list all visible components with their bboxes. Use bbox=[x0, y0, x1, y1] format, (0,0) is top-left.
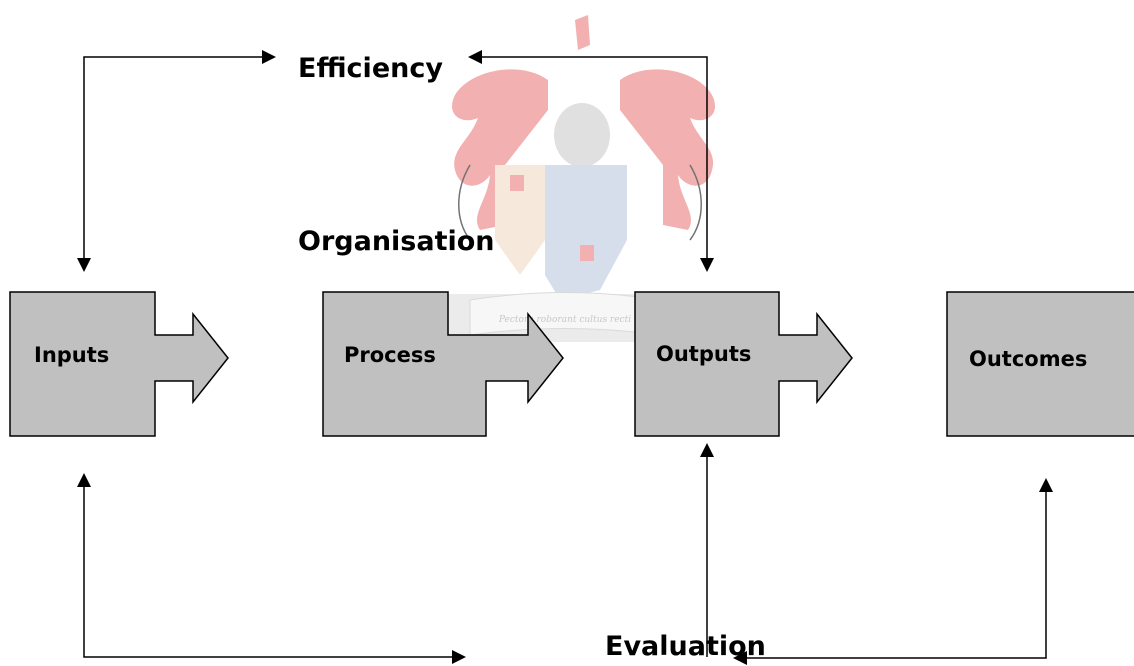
outputs-box bbox=[634, 291, 853, 437]
connector-efficiency-outputs bbox=[482, 56, 708, 258]
efficiency-label: Efficiency bbox=[298, 53, 443, 84]
inputs-box bbox=[9, 291, 229, 437]
arrowhead-to-efficiency bbox=[262, 50, 276, 64]
inputs-label: Inputs bbox=[34, 343, 109, 367]
process-label: Process bbox=[344, 343, 436, 367]
connector-evaluation-outcomes bbox=[747, 492, 1047, 659]
arrowhead-to-inputs-bottom bbox=[77, 473, 91, 487]
arrowhead-to-outcomes bbox=[1039, 478, 1053, 492]
outputs-label: Outputs bbox=[656, 342, 751, 366]
arrowhead-to-evaluation-from-inputs bbox=[452, 650, 466, 664]
arrowhead-to-inputs-top bbox=[77, 258, 91, 272]
process-box bbox=[322, 291, 564, 437]
arrowhead-back-to-efficiency bbox=[468, 50, 482, 64]
outcomes-box bbox=[946, 291, 1134, 437]
outcomes-label: Outcomes bbox=[969, 347, 1087, 371]
connector-inputs-evaluation bbox=[83, 487, 452, 658]
connector-inputs-efficiency bbox=[83, 56, 262, 258]
crest-motto: Pectora roborant cultus recti bbox=[498, 315, 631, 325]
organisation-label: Organisation bbox=[298, 226, 495, 257]
arrowhead-to-outputs-top bbox=[700, 258, 714, 272]
arrowhead-to-outputs-bottom bbox=[700, 443, 714, 457]
arrowhead-to-evaluation-from-outcomes bbox=[733, 651, 747, 665]
